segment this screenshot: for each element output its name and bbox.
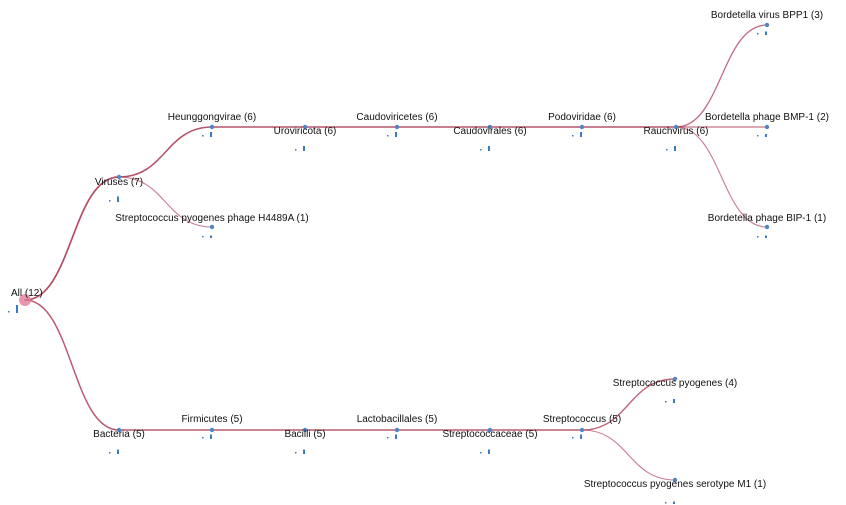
node-caudoviricetes[interactable] [394,124,400,130]
label-firmicutes[interactable]: Firmicutes (5) [181,414,242,425]
count-bar-lactobacillales [395,434,397,439]
count-tick-spyogenes_m1 [665,502,667,504]
node-streptococcus[interactable] [579,427,585,433]
count-bar-bmp1 [765,134,767,137]
label-spyogenes_m1[interactable]: Streptococcus pyogenes serotype M1 (1) [584,479,766,490]
node-bip1[interactable] [764,224,770,230]
count-bars [8,31,767,504]
node-h4489a[interactable] [209,224,215,230]
label-lactobacillales[interactable]: Lactobacillales (5) [357,414,438,425]
node-bacteria[interactable] [116,427,122,433]
count-bar-firmicutes [210,434,212,439]
edge-all-viruses [24,176,120,301]
count-bar-spyogenes_m1 [673,501,675,504]
count-bar-viruses [117,196,119,202]
node-streptococcaceae[interactable] [487,427,493,433]
count-tick-bacteria [109,452,111,454]
node-bacilli[interactable] [302,427,308,433]
label-bacteria[interactable]: Bacteria (5) [93,429,145,440]
count-bar-spyogenes [673,399,675,403]
node-caudovirales[interactable] [487,124,493,130]
edge-viruses-h4489a [118,176,213,228]
edge-rauchvirus-bpp1 [675,24,768,128]
count-tick-viruses [109,200,111,202]
label-bmp1[interactable]: Bordetella phage BMP-1 (2) [705,112,829,123]
count-tick-bacilli [295,452,297,454]
tree-nodes [19,22,770,483]
label-streptococcaceae[interactable]: Streptococcaceae (5) [442,429,537,440]
label-streptococcus[interactable]: Streptococcus (5) [543,414,621,425]
label-bip1[interactable]: Bordetella phage BIP-1 (1) [708,213,826,224]
node-rauchvirus[interactable] [673,124,679,130]
node-podoviridae[interactable] [579,124,585,130]
count-tick-bip1 [757,236,759,238]
count-bar-h4489a [210,235,212,238]
label-spyogenes[interactable]: Streptococcus pyogenes (4) [613,378,738,389]
count-tick-h4489a [202,236,204,238]
count-bar-bacilli [303,449,305,454]
edge-all-bacteria [24,299,120,431]
count-tick-heunggongvirae [202,135,204,137]
count-tick-rauchvirus [666,149,668,151]
edge-streptococcus-spyogenes [581,378,676,431]
node-uroviricota[interactable] [302,124,308,130]
count-bar-podoviridae [580,132,582,137]
count-bar-caudovirales [488,146,490,151]
node-heunggongvirae[interactable] [209,124,215,130]
label-uroviricota[interactable]: Uroviricota (6) [274,126,337,137]
label-caudovirales[interactable]: Caudovirales (6) [453,126,526,137]
count-tick-spyogenes [665,401,667,403]
label-rauchvirus[interactable]: Rauchvirus (6) [643,126,708,137]
node-firmicutes[interactable] [209,427,215,433]
edge-viruses-heunggongvirae [118,126,213,178]
count-tick-caudoviricetes [387,135,389,137]
count-tick-caudovirales [480,149,482,151]
count-bar-rauchvirus [674,146,676,151]
count-tick-podoviridae [572,135,574,137]
edge-streptococcus-spyogenes_m1 [581,429,676,481]
node-bmp1[interactable] [764,124,770,130]
tree-edges [24,24,768,481]
label-h4489a[interactable]: Streptococcus pyogenes phage H4489A (1) [115,213,308,224]
label-viruses[interactable]: Viruses (7) [95,177,143,188]
node-spyogenes_m1[interactable] [672,477,678,483]
label-caudoviricetes[interactable]: Caudoviricetes (6) [356,112,437,123]
count-bar-uroviricota [303,146,305,151]
edge-rauchvirus-bip1 [675,126,768,228]
count-tick-firmicutes [202,437,204,439]
label-podoviridae[interactable]: Podoviridae (6) [548,112,616,123]
label-heunggongvirae[interactable]: Heunggongvirae (6) [168,112,256,123]
node-viruses[interactable] [116,174,122,180]
count-bar-all [16,305,18,313]
count-tick-streptococcus [572,437,574,439]
count-tick-lactobacillales [387,437,389,439]
count-bar-streptococcaceae [488,449,490,454]
node-bpp1[interactable] [764,22,770,28]
label-bpp1[interactable]: Bordetella virus BPP1 (3) [711,10,823,21]
node-lactobacillales[interactable] [394,427,400,433]
count-tick-bpp1 [757,33,759,35]
count-bar-caudoviricetes [395,132,397,137]
label-bacilli[interactable]: Bacilli (5) [284,429,325,440]
count-tick-streptococcaceae [480,452,482,454]
count-bar-bacteria [117,449,119,454]
count-bar-streptococcus [580,434,582,439]
tree-labels: All (12) Viruses (7) Heunggongvirae (6) Str… [11,10,829,490]
count-bar-bpp1 [765,31,767,35]
count-tick-all [8,311,10,313]
count-tick-uroviricota [295,149,297,151]
count-tick-bmp1 [757,135,759,137]
count-bar-bip1 [765,235,767,238]
count-bar-heunggongvirae [210,132,212,137]
label-all[interactable]: All (12) [11,288,43,299]
node-spyogenes[interactable] [672,376,678,382]
node-all[interactable] [19,294,31,306]
